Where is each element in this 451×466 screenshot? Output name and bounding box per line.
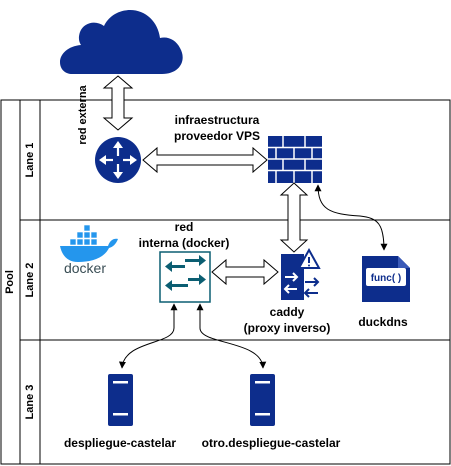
cloud-label: red externa [77,84,89,144]
cloud-icon [60,10,183,74]
cloud-router-arrow [102,75,134,131]
function-icon-text: func( ) [371,273,402,284]
duckdns-function-icon: func( ) [362,256,410,302]
router-firewall-arrow [142,146,268,174]
lane-1-label: Lane 1 [24,143,36,178]
lane-2-label: Lane 2 [24,263,36,298]
duckdns-label: duckdns [358,315,408,329]
router-icon [95,137,141,183]
caddy-label-line1: caddy [270,305,305,319]
server-icon [250,374,275,426]
network-caddy-arrow [211,258,279,286]
server-icon [108,374,133,426]
network-label-line2: interna (docker) [139,236,230,250]
deploy2-label: otro.despliegue-castelar [202,436,341,450]
lane-3-label: Lane 3 [24,385,36,420]
network-deploy2-connector [196,303,267,369]
network-switch-icon [159,251,211,303]
docker-logo-text: docker [64,260,106,276]
firewall-icon [268,136,322,183]
network-deploy1-connector [118,303,178,369]
caddy-label-line2: (proxy inverso) [244,321,331,335]
caddy-proxy-icon [281,247,321,300]
firewall-duckdns-connector [314,184,388,251]
deploy1-label: despliegue-castelar [64,436,176,450]
firewall-caddy-arrow [279,182,309,253]
docker-logo-icon: docker [60,224,118,276]
network-label-line1: red [175,220,194,234]
vps-label-line2: proveedor VPS [174,129,260,143]
vps-label-line1: infraestructura [175,113,260,127]
pool-label: Pool [4,270,16,294]
